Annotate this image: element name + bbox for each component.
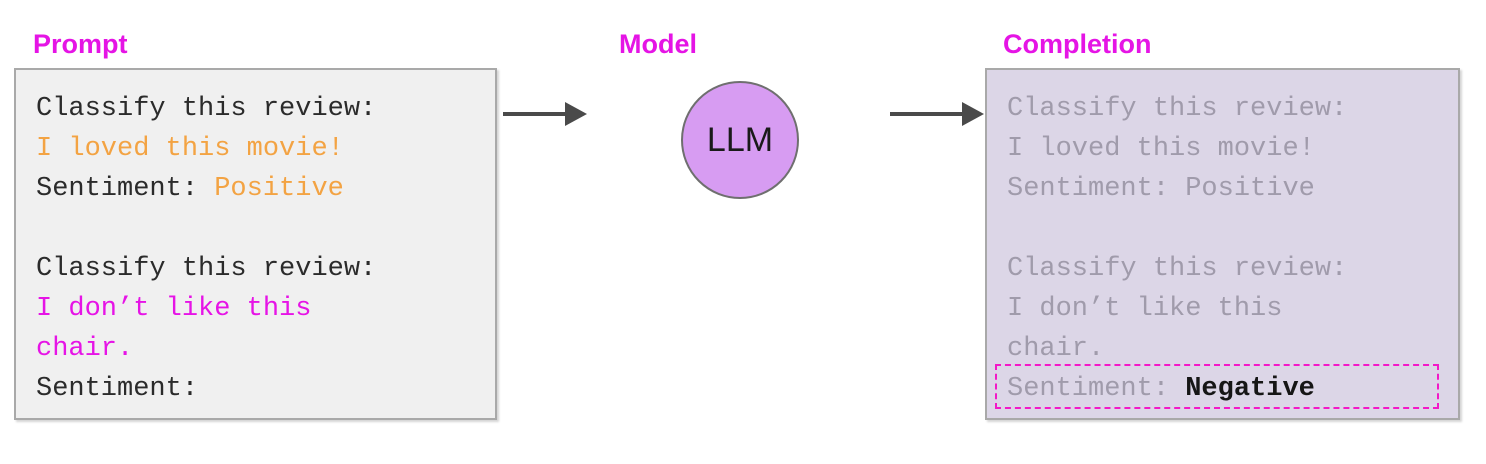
prompt-line-3-label: Sentiment: [36, 174, 215, 204]
prompt-line-8: Sentiment: [36, 374, 199, 404]
completion-line-7: chair. [1007, 334, 1105, 364]
completion-answer: Negative [1185, 374, 1315, 404]
llm-node-label: LLM [706, 121, 774, 159]
prompt-line-5: Classify this review: [36, 254, 377, 284]
prompt-section-label: Prompt [33, 29, 128, 59]
arrow-prompt-to-model-icon [503, 102, 587, 126]
completion-line-2: I loved this movie! [1007, 134, 1315, 164]
prompt-line-3-value: Positive [214, 174, 344, 204]
prompt-line-6: I don’t like this [36, 294, 312, 324]
completion-line-6: I don’t like this [1007, 294, 1283, 324]
completion-line-3: Sentiment: Positive [1007, 174, 1315, 204]
arrow-model-to-completion-icon [890, 102, 985, 126]
model-section-label: Model [619, 29, 697, 59]
completion-panel: Classify this review: I loved this movie… [985, 68, 1460, 420]
completion-text-block: Classify this review: I loved this movie… [1007, 89, 1347, 409]
completion-line-1: Classify this review: [1007, 94, 1348, 124]
arrow-shaft [890, 112, 964, 116]
prompt-text-block: Classify this review: I loved this movie… [36, 89, 376, 409]
arrow-head [962, 102, 984, 126]
llm-node: LLM [681, 81, 799, 199]
completion-section-label: Completion [1003, 29, 1152, 59]
prompt-line-1: Classify this review: [36, 94, 377, 124]
arrow-head [565, 102, 587, 126]
prompt-panel: Classify this review: I loved this movie… [14, 68, 497, 420]
prompt-line-2: I loved this movie! [36, 134, 344, 164]
prompt-line-7: chair. [36, 334, 134, 364]
answer-highlight-box [995, 364, 1439, 409]
completion-line-5: Classify this review: [1007, 254, 1348, 284]
completion-line-8-label: Sentiment: [1007, 374, 1186, 404]
arrow-shaft [503, 112, 567, 116]
